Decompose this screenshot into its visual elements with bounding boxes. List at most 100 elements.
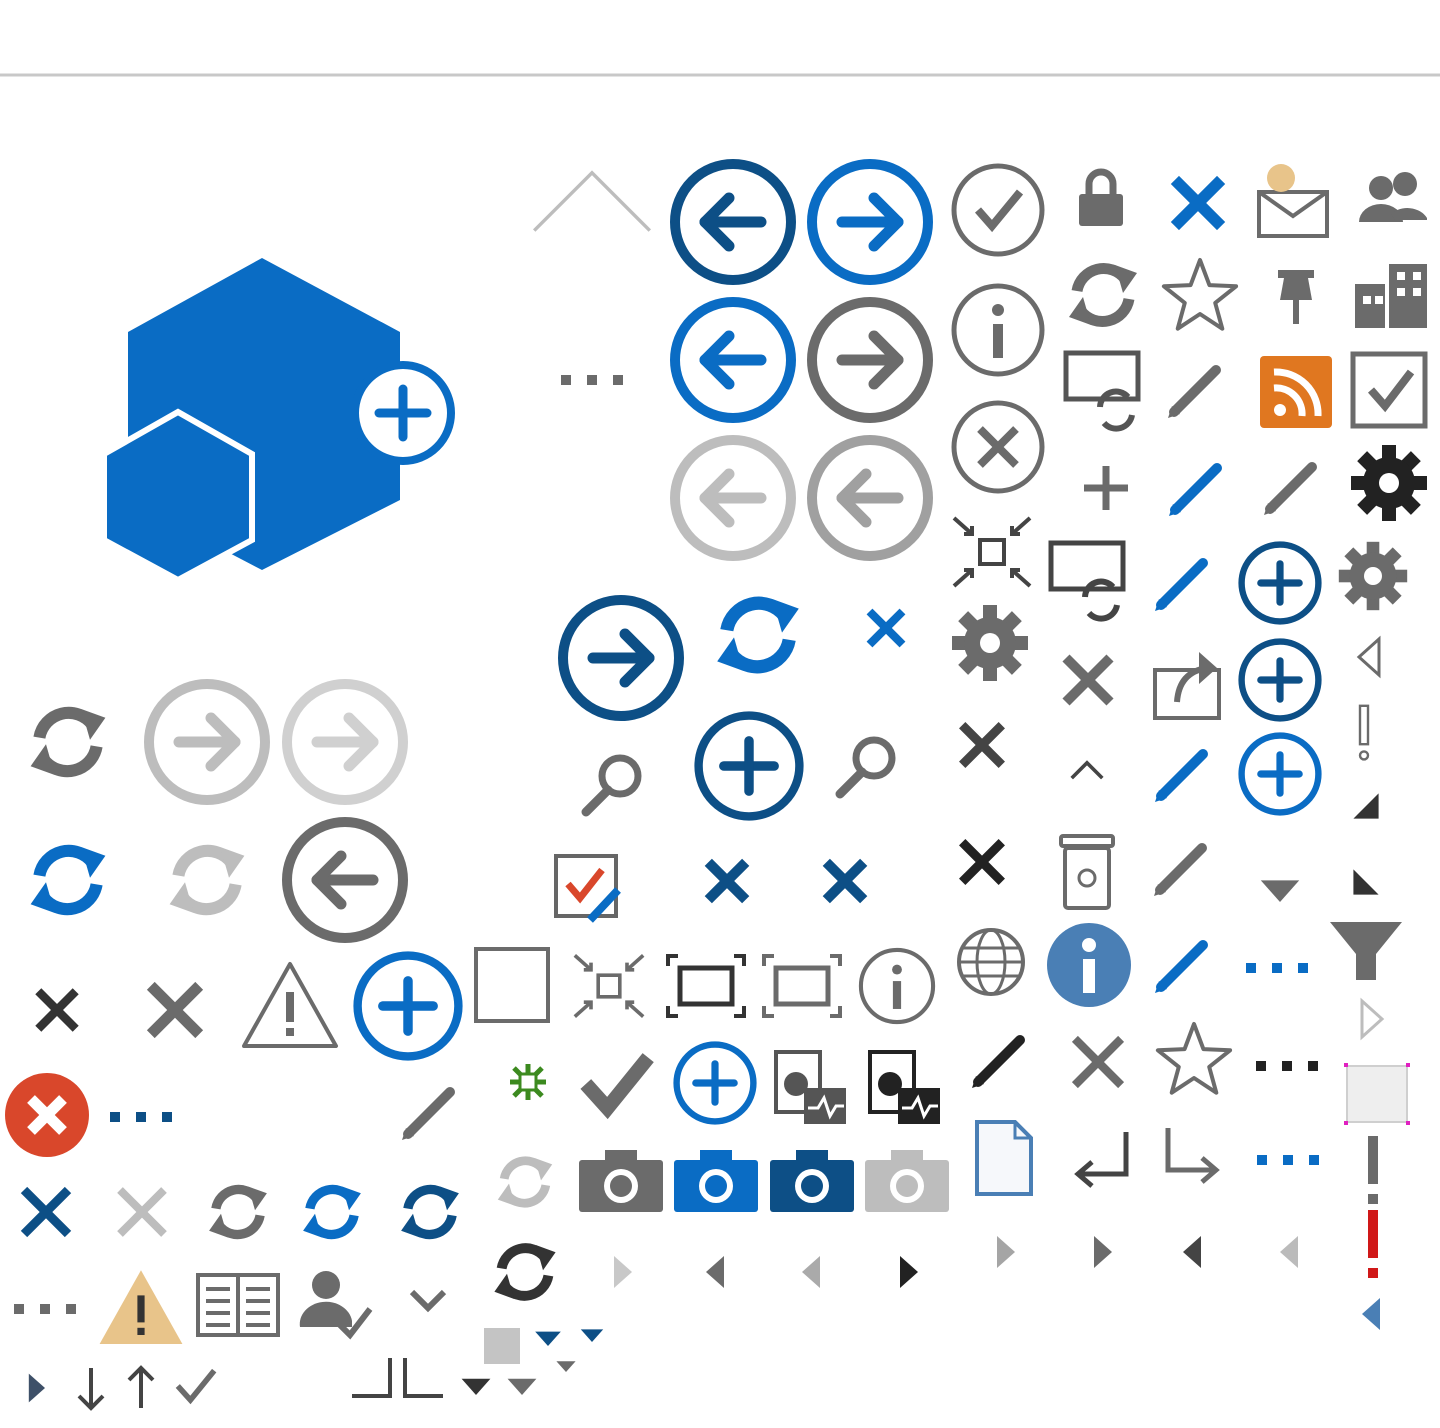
checkmark-icon [175,1368,217,1405]
people-icon [1359,172,1427,222]
close-icon [35,988,79,1032]
ellipsis-icon [14,1304,76,1314]
reader-icon [196,1273,280,1337]
corner-bracket-icon [403,1358,443,1398]
triangle-right-icon [997,1236,1015,1268]
close-icon [959,722,1005,768]
exclamation-icon [1368,1136,1378,1204]
pencil-icon [972,1035,1025,1088]
task-edit-icon [554,854,621,923]
pencil-icon [1155,558,1208,611]
triangle-left-icon [706,1256,724,1288]
pencil-icon [402,1087,455,1140]
info-circle-icon [858,947,936,1025]
triangle-down-icon [556,1361,576,1372]
gear-icon [952,605,1028,681]
funnel-icon [1330,922,1402,980]
triangle-down-icon [580,1329,604,1342]
hexagon-graphic [101,258,400,584]
pencil-icon [1169,463,1222,516]
chevron-down-icon [409,1289,447,1313]
triangle-left-icon [1183,1236,1201,1268]
arrow-down-icon [127,1365,155,1408]
chevron-up-icon [1070,760,1104,780]
pin-icon [1278,270,1314,324]
collapse-icon [952,516,1032,588]
sync-icon [30,844,106,916]
arrow-right-circle-icon [282,679,408,805]
hexagon-add-icon [351,361,455,465]
gradient-box-icon [1344,1063,1410,1125]
arrow-left-circle-icon [670,159,796,285]
star-icon [1155,1022,1233,1095]
close-circle-icon [951,400,1045,494]
add-circle-icon [1238,732,1322,816]
triangle-left-icon [1280,1236,1298,1268]
add-circle-icon [673,1041,757,1125]
info-circle-icon [951,283,1045,377]
document-icon [975,1120,1033,1196]
arrow-right-circle-icon [558,595,684,721]
close-icon [146,981,204,1039]
sync-icon [717,596,799,674]
add-circle-icon [1238,638,1322,722]
add-circle-icon [353,951,463,1061]
arrow-right-circle-icon [144,679,270,805]
mail-open-icon [1257,164,1329,238]
arrow-left-circle-icon [807,435,933,561]
corner-triangle-icon [1353,869,1379,895]
pencil-icon [1264,462,1317,515]
user-check-icon [299,1271,373,1340]
add-circle-icon [1238,541,1322,625]
sync-icon [497,1156,553,1208]
close-icon [704,858,750,904]
fullscreen-icon [666,954,746,1018]
triangle-right-icon [1094,1236,1112,1268]
triangle-right-icon [614,1256,632,1288]
monitor-refresh-icon [1048,540,1126,622]
sync-icon [1069,263,1137,327]
triangle-outline-right-icon [1360,997,1385,1041]
camera-icon [674,1150,758,1212]
ellipsis-icon [1256,1061,1318,1071]
plus-icon [1084,466,1128,510]
close-icon [959,839,1005,885]
search-icon [581,754,642,817]
search-icon [835,736,896,799]
close-icon [866,608,906,648]
pencil-icon [1154,843,1207,896]
sync-icon [169,844,245,916]
camera-icon [770,1150,854,1212]
checkbox-icon [1350,351,1428,429]
pencil-icon [1155,749,1208,802]
info-filled-icon [1047,923,1131,1007]
close-icon [117,1187,167,1237]
triangle-left-icon [1362,1298,1380,1330]
chevron-up-icon [532,170,652,232]
share-icon [1153,652,1221,720]
triangle-down-icon [461,1378,491,1395]
arrow-up-icon [77,1368,105,1411]
add-circle-icon [694,711,804,821]
corner-bracket-icon [352,1358,392,1398]
close-icon [1062,654,1114,706]
sync-icon [303,1184,361,1240]
network-icon [510,1064,546,1100]
close-icon [822,858,868,904]
exclamation-outline-icon [1358,704,1370,761]
document-chart-icon [868,1050,940,1124]
arrow-left-circle-icon [282,817,408,943]
document-chart-icon [774,1050,846,1124]
rss-icon [1260,356,1332,428]
star-icon [1161,258,1239,331]
arrow-right-circle-icon [807,297,933,423]
sync-icon [30,706,106,778]
sync-icon [494,1243,556,1301]
square-icon [474,947,550,1023]
pencil-icon [1168,365,1221,418]
arrow-left-circle-icon [670,435,796,561]
camera-icon [865,1150,949,1212]
warning-icon [242,962,338,1048]
